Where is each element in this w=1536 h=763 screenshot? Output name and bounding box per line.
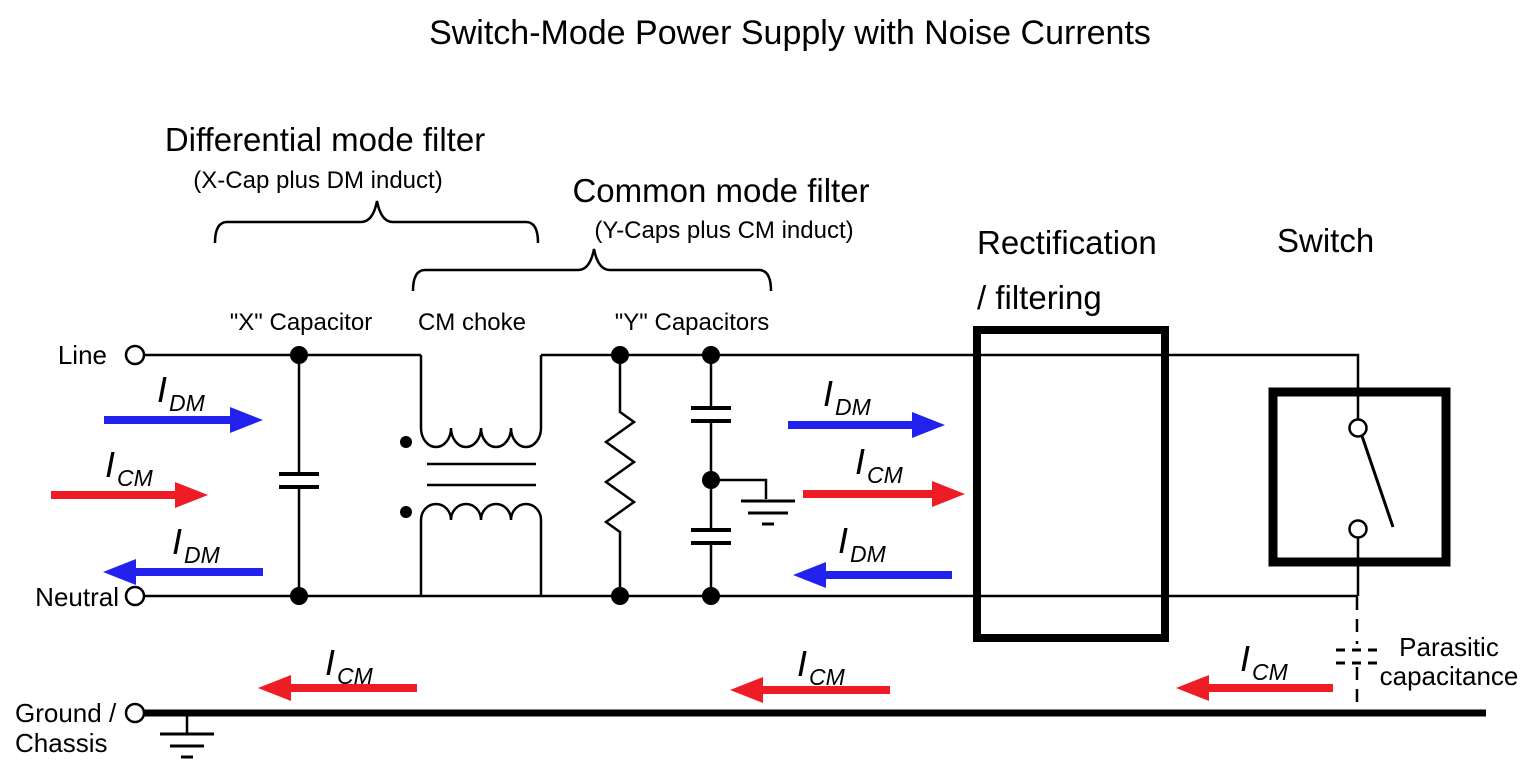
junction-dot	[702, 471, 720, 489]
dm-filter-title: Differential mode filter	[165, 121, 485, 158]
neutral-terminal-label: Neutral	[35, 582, 119, 612]
terminals	[124, 344, 146, 724]
rectification-label-line1: Rectification	[977, 224, 1157, 261]
parasitic-label-line1: Parasitic	[1399, 632, 1499, 662]
resistor-symbol	[603, 355, 637, 596]
icm-label-input: ICM	[105, 444, 154, 491]
rectification-label-line2: / filtering	[977, 279, 1102, 316]
cm-choke-symbol	[400, 355, 543, 596]
junction-dot	[290, 587, 308, 605]
rectification-box	[973, 326, 1169, 642]
current-arrows	[51, 407, 1333, 703]
diagram-title: Switch-Mode Power Supply with Noise Curr…	[429, 14, 1151, 52]
cm-filter-title: Common mode filter	[572, 172, 869, 209]
icm-arrow-right-mid	[803, 481, 965, 507]
junction-dot	[611, 346, 629, 364]
wires	[144, 353, 1360, 598]
switch-bottom-contact	[1348, 519, 1368, 539]
dm-filter-subtitle: (X-Cap plus DM induct)	[193, 167, 442, 194]
y-capacitors-label: "Y" Capacitors	[615, 309, 769, 336]
junction-dot	[702, 346, 720, 364]
ground-label-line1: Ground /	[15, 698, 117, 728]
y-capacitors-symbol	[691, 355, 795, 596]
idm-arrow-right-mid	[788, 412, 945, 438]
switch-box	[1268, 387, 1451, 567]
choke-phase-dot-bottom	[400, 506, 412, 518]
parasitic-label-line2: capacitance	[1380, 661, 1519, 691]
resistor-zigzag	[603, 355, 637, 596]
icm-label-ground3: ICM	[1240, 638, 1289, 685]
x-capacitor-symbol	[279, 355, 319, 596]
icm-arrow-ground-left3	[1176, 675, 1333, 701]
junction-dots	[290, 346, 720, 605]
x-capacitor-label: "X" Capacitor	[230, 309, 372, 336]
y-cap-ground-lead	[711, 478, 768, 499]
cm-filter-brace	[411, 248, 773, 292]
cm-filter-subtitle: (Y-Caps plus CM induct)	[594, 217, 853, 244]
choke-phase-dot-top	[400, 436, 412, 448]
icm-label-mid: ICM	[855, 441, 904, 488]
ground-chassis	[144, 709, 1486, 759]
switch-pivot-contact	[1348, 418, 1368, 438]
line-wire-right	[541, 353, 1360, 419]
dm-filter-brace	[213, 200, 540, 244]
choke-bottom-winding	[419, 502, 543, 596]
icm-arrow-ground-left2	[730, 677, 890, 703]
ground-label-line2: Chassis	[15, 728, 107, 758]
idm-arrow-right-input	[104, 407, 263, 433]
switch-label: Switch	[1277, 222, 1374, 259]
line-terminal	[124, 344, 146, 366]
junction-dot	[611, 587, 629, 605]
junction-dot	[702, 587, 720, 605]
icm-label-ground1: ICM	[325, 642, 374, 689]
line-terminal-label: Line	[58, 340, 107, 370]
idm-arrow-left-input	[103, 559, 263, 585]
cm-choke-label: CM choke	[418, 309, 526, 336]
idm-label-mid-return: IDM	[838, 520, 887, 567]
icm-arrow-right-input	[51, 482, 208, 508]
switch-symbol	[1268, 387, 1451, 567]
idm-arrow-left-mid	[793, 562, 952, 588]
neutral-terminal	[124, 585, 146, 607]
icm-label-ground2: ICM	[797, 643, 846, 690]
choke-top-winding	[419, 355, 543, 449]
ground-terminal	[124, 702, 146, 724]
parasitic-capacitance-symbol	[1336, 597, 1378, 710]
idm-label-mid: IDM	[823, 373, 872, 420]
idm-label-input-return: IDM	[172, 521, 221, 568]
idm-label-input: IDM	[157, 369, 206, 416]
icm-arrow-ground-left1	[258, 675, 417, 701]
switch-blade	[1360, 435, 1395, 528]
junction-dot	[290, 346, 308, 364]
